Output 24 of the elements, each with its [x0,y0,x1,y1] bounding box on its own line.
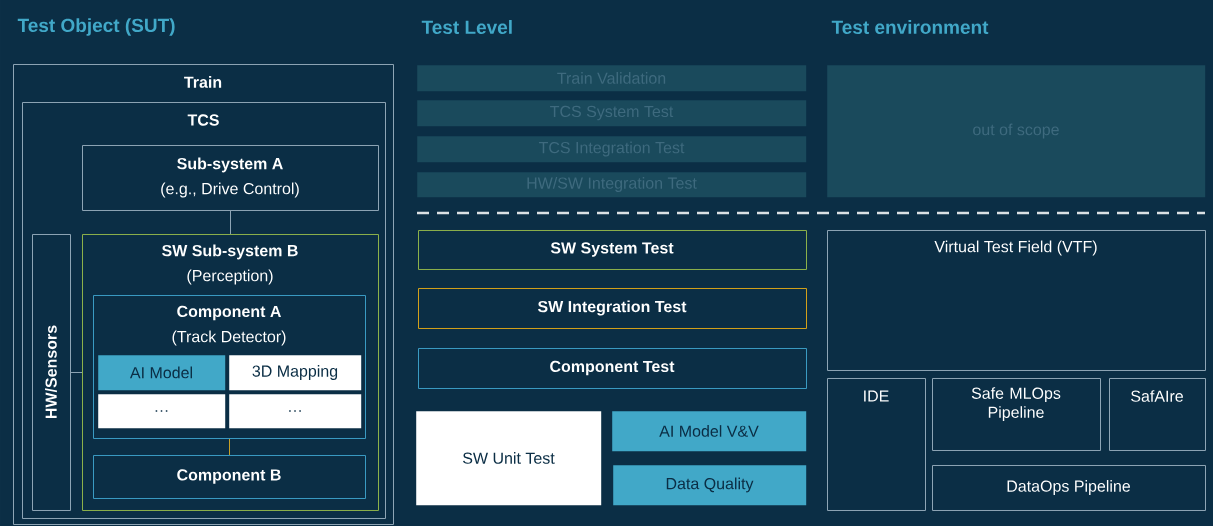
section-heading: Test environment [831,20,989,34]
environment-box: Safe MLOps Pipeline [932,378,1101,451]
section-heading: Test Object (SUT) [17,18,175,36]
sensor-box: HW/Sensors [32,234,71,511]
environment-box: Virtual Test Field (VTF) [827,230,1206,371]
section-heading: Test Level [421,20,512,34]
process-box: Component B [93,455,366,499]
level-box: Component Test [418,348,807,389]
environment-box: DataOps Pipeline [932,465,1206,511]
process-box: Sub-system A (e.g., Drive Control) [82,145,379,211]
level-box: AI Model V&V [612,411,807,452]
environment-box: IDE [827,378,926,511]
level-box: SW System Test [418,230,807,270]
connector-line [70,372,83,373]
level-box: SW Integration Test [418,288,807,329]
level-box: SW Unit Test [416,411,602,506]
environment-box: SafAIre [1109,378,1206,451]
module-box: … [229,394,362,429]
level-box: Data Quality [613,465,807,506]
module-box: … [98,394,226,429]
connector-line [230,210,231,235]
connector-line [229,438,230,456]
module-box: AI Model [98,355,226,391]
module-box: 3D Mapping [229,355,362,391]
